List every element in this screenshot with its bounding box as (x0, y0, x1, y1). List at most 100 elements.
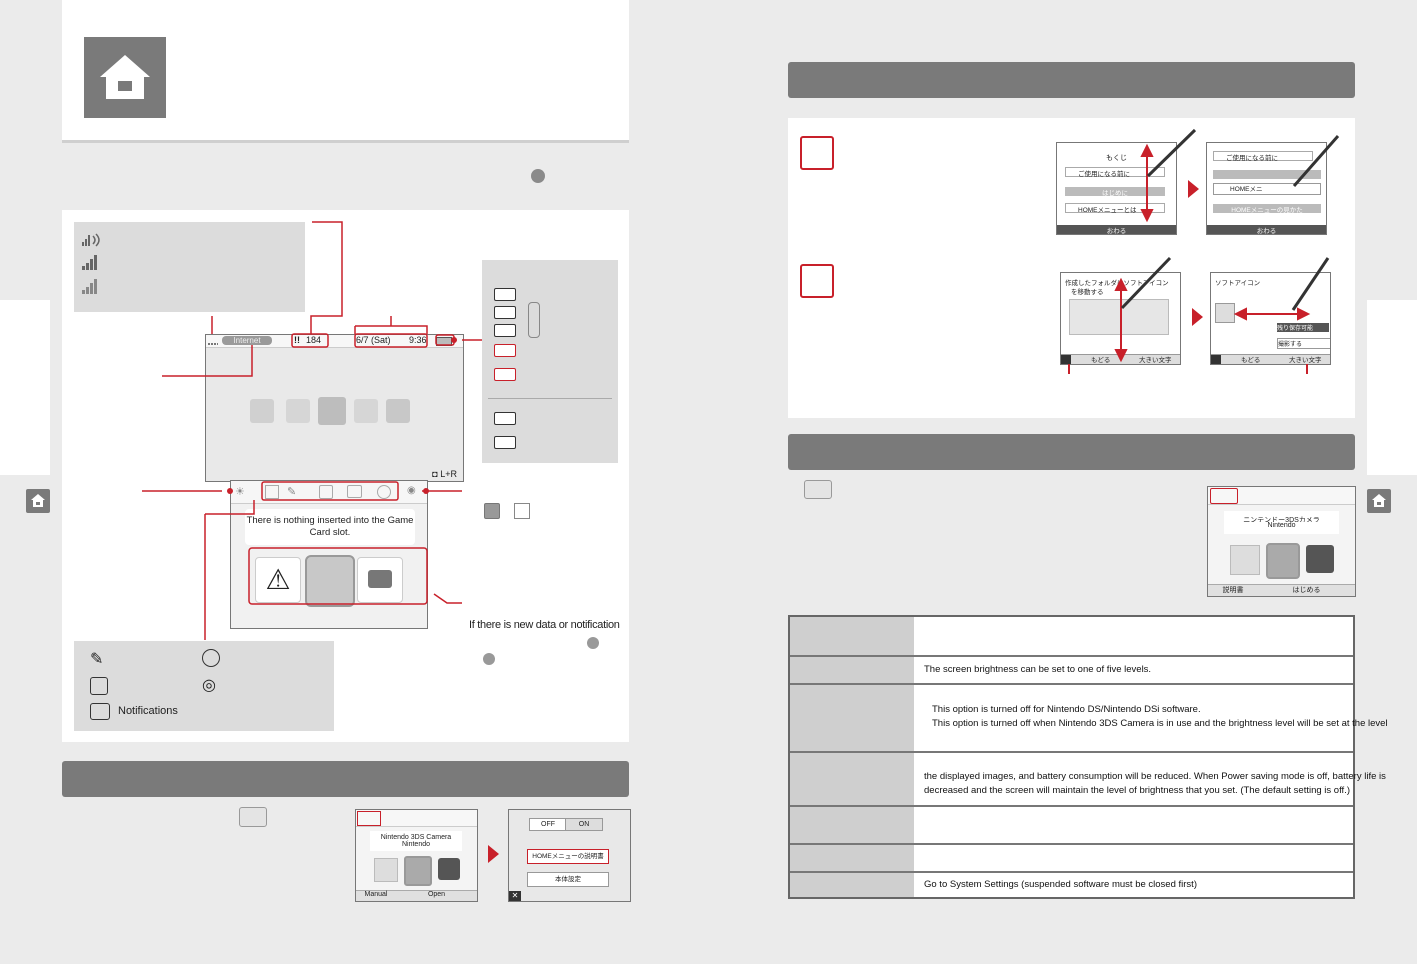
folder-screen: 作成したフォルダにソフトアイコン を移動する もどる 大きい文字 (1060, 272, 1181, 365)
step-count: 184 (306, 335, 322, 345)
big-text-button[interactable]: 大きい文字 (1139, 357, 1172, 364)
close-button[interactable]: おわる (1207, 225, 1326, 234)
empty-slot[interactable] (305, 555, 355, 607)
manual-label[interactable]: 説明書 (1208, 584, 1258, 596)
signal-icon (208, 337, 218, 345)
level-arrow-icon (528, 302, 540, 338)
home-chapter-icon (84, 37, 166, 118)
time: 9:36 (409, 335, 427, 345)
home-nav-icon-right[interactable] (1367, 489, 1391, 513)
row-text: the displayed images, and battery consum… (924, 771, 1386, 782)
globe-icon[interactable] (377, 485, 391, 499)
pencil-icon[interactable]: ✎ (287, 486, 297, 498)
section-header-bar (62, 761, 629, 797)
brightness-icon[interactable]: ☀ (235, 486, 245, 498)
close-button[interactable]: おわる (1057, 225, 1176, 234)
brightness-preview-2: OFF ON HOMEメニューの説明書 本体設定 ✕ (508, 809, 631, 902)
close-icon[interactable] (1211, 355, 1221, 364)
row-text: The screen brightness can be set to one … (924, 664, 1152, 675)
home-manual-button[interactable]: HOMEメニューの説明書 (527, 849, 609, 864)
arrow-right-icon (488, 845, 499, 863)
toc-item-2[interactable]: HOMEメニューとは (1065, 203, 1165, 214)
camera-line1: Nintendo 3DS Camera (370, 831, 462, 841)
toc-screen-1: もくじ ご使用になる前に はじめに HOMEメニューとは おわる (1056, 142, 1177, 235)
toc-section-2: HOMEメニューの見かた (1213, 204, 1321, 214)
toc-item-2[interactable]: HOMEメニ (1213, 183, 1321, 195)
face-icon (90, 677, 108, 695)
globe-icon (250, 399, 274, 423)
close-icon[interactable]: ✕ (509, 891, 521, 901)
notification-icon[interactable] (347, 485, 362, 498)
step-2-box (800, 264, 834, 298)
settings-icon-highlight[interactable] (1210, 488, 1238, 504)
friends-icon (318, 397, 346, 425)
gray-dot-icon (483, 653, 495, 665)
big-text-button[interactable]: 大きい文字 (1289, 357, 1322, 364)
chapter-header-card (62, 0, 629, 140)
open-label[interactable]: Open (396, 890, 477, 901)
warning-icon[interactable]: ⚠ (255, 557, 301, 603)
gray-dot-icon (531, 169, 545, 183)
friends-icon: ◎ (202, 677, 216, 694)
network-label: Internet (222, 336, 272, 345)
date: 6/7 (Sat) (356, 335, 391, 345)
row-text: Go to System Settings (suspended softwar… (924, 879, 1197, 890)
toc-item-1[interactable]: ご使用になる前に (1213, 151, 1313, 162)
gray-dot-icon (587, 637, 599, 649)
back-button[interactable]: もどる (1241, 357, 1261, 364)
table-row: The screen brightness can be set to one … (790, 657, 1353, 685)
globe-icon (202, 649, 220, 667)
signal-legend (74, 222, 305, 312)
camera-line1: ニンテンドー3DSカメラ (1224, 511, 1339, 525)
table-row (790, 845, 1353, 873)
camera-shortcut: ◘ L+R (432, 469, 457, 479)
side-tab-right (1367, 300, 1417, 475)
battery-icon (436, 337, 452, 346)
pencil-icon: ✎ (90, 651, 104, 668)
camera-line2: Nintendo (370, 841, 462, 851)
notifications-label: Notifications (118, 705, 178, 717)
touch-guide-card: もくじ ご使用になる前に はじめに HOMEメニューとは おわる ご使用になる前… (788, 118, 1355, 418)
step-icon: !! (294, 335, 300, 345)
grid-icon[interactable] (265, 485, 279, 499)
close-icon[interactable] (1061, 355, 1071, 364)
soft-icon-label: ソフトアイコン (1215, 280, 1261, 287)
start-label[interactable]: はじめる (1258, 584, 1355, 596)
notes-icon (286, 399, 310, 423)
save-label: 残り保存可能 (1277, 323, 1329, 332)
manual-label[interactable]: Manual (356, 890, 396, 901)
table-row: This option is turned off for Nintendo D… (790, 685, 1388, 753)
row-text: This option is turned off when Nintendo … (932, 718, 1388, 729)
toc-item-1[interactable]: ご使用になる前に (1065, 167, 1165, 178)
arrow-right-icon (1188, 180, 1199, 198)
pencil-icon (386, 399, 410, 423)
miiverse-icon (354, 399, 378, 423)
back-button[interactable]: もどる (1091, 357, 1111, 364)
table-row: the displayed images, and battery consum… (790, 753, 1386, 807)
settings-button-icon (239, 807, 267, 827)
bottom-screen: ☀ ✎ ◉ There is nothing inserted into the… (230, 480, 428, 629)
home-nav-icon-left[interactable] (26, 489, 50, 513)
game-card-message: There is nothing inserted into the Game … (245, 509, 415, 545)
settings-preview: ニンテンドー3DSカメラ Nintendo 説明書 はじめる (1207, 486, 1356, 597)
off-button[interactable]: OFF (529, 818, 567, 831)
row-text: decreased and the screen will maintain t… (924, 785, 1350, 796)
brightness-preview-1: Nintendo 3DS Camera Nintendo Manual Open (355, 809, 478, 902)
photo-label[interactable]: 撮影する (1277, 338, 1330, 349)
camera-app-icon[interactable] (357, 557, 403, 603)
settings-button-icon (804, 480, 832, 499)
system-settings-button[interactable]: 本体設定 (527, 872, 609, 887)
settings-table: The screen brightness can be set to one … (788, 615, 1388, 899)
face-icon[interactable] (319, 485, 333, 499)
soft-icon-screen: ソフトアイコン 残り保存可能 撮影する もどる 大きい文字 (1210, 272, 1331, 365)
notification-icon (90, 703, 110, 720)
on-button[interactable]: ON (565, 818, 603, 831)
friends-icon[interactable]: ◉ (407, 485, 416, 496)
app-icon-row (250, 397, 410, 425)
app-legend: ✎ ◎ Notifications (74, 641, 334, 731)
toc-title: もくじ (1106, 155, 1127, 162)
section-header-bar (788, 62, 1355, 98)
camera-line2: Nintendo (1224, 522, 1339, 534)
table-row: Go to System Settings (suspended softwar… (790, 873, 1353, 897)
arrow-right-icon (1192, 308, 1203, 326)
